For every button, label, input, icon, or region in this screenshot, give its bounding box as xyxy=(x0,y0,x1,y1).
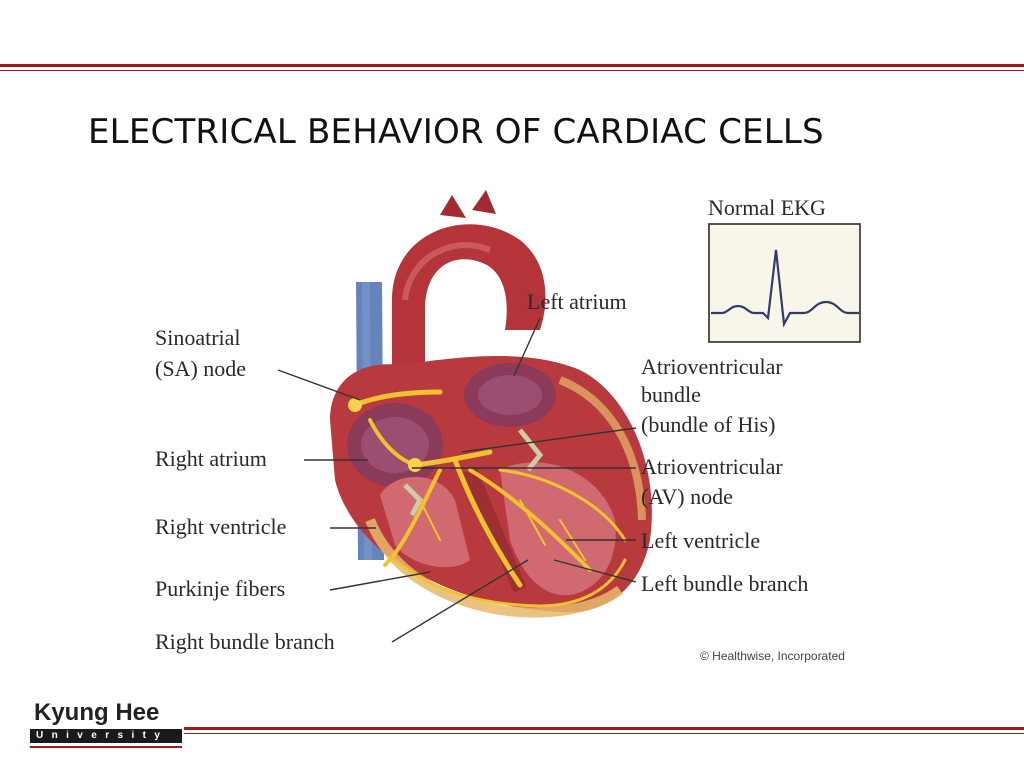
logo-name: Kyung Hee xyxy=(34,699,160,726)
label-av-node-line2: (AV) node xyxy=(641,484,733,509)
ekg-title: Normal EKG xyxy=(708,195,826,220)
heart-conduction-diagram: Left atrium Sinoatrial (SA) node Atriove… xyxy=(155,190,861,663)
label-av-bundle-line1: Atrioventricular xyxy=(641,354,783,379)
left-ventricle-chamber xyxy=(500,462,616,596)
kyung-hee-logo: Kyung Hee University xyxy=(30,700,182,748)
label-left-bundle-branch: Left bundle branch xyxy=(641,571,808,596)
slide-title: ELECTRICAL BEHAVIOR OF CARDIAC CELLS xyxy=(88,112,824,152)
copyright-text: © Healthwise, Incorporated xyxy=(700,649,845,663)
label-right-atrium: Right atrium xyxy=(155,446,267,471)
label-left-ventricle: Left ventricle xyxy=(641,528,760,553)
label-purkinje-fibers: Purkinje fibers xyxy=(155,576,285,601)
label-right-bundle-branch: Right bundle branch xyxy=(155,629,335,654)
sa-node-marker xyxy=(348,398,362,412)
av-node-marker xyxy=(408,458,422,472)
logo-underline xyxy=(30,746,182,748)
label-left-atrium: Left atrium xyxy=(527,289,627,314)
aorta xyxy=(392,224,546,380)
leader-lines xyxy=(277,317,637,643)
logo-subtitle: University xyxy=(30,729,182,743)
ekg-trace xyxy=(711,249,859,328)
label-sa-node-line1: Sinoatrial xyxy=(155,325,241,350)
label-av-bundle-line3: (bundle of His) xyxy=(641,412,775,437)
label-av-bundle-line2: bundle xyxy=(641,382,701,407)
label-av-node-line1: Atrioventricular xyxy=(641,454,783,479)
label-right-ventricle: Right ventricle xyxy=(155,514,286,539)
label-sa-node-line2: (SA) node xyxy=(155,356,246,381)
